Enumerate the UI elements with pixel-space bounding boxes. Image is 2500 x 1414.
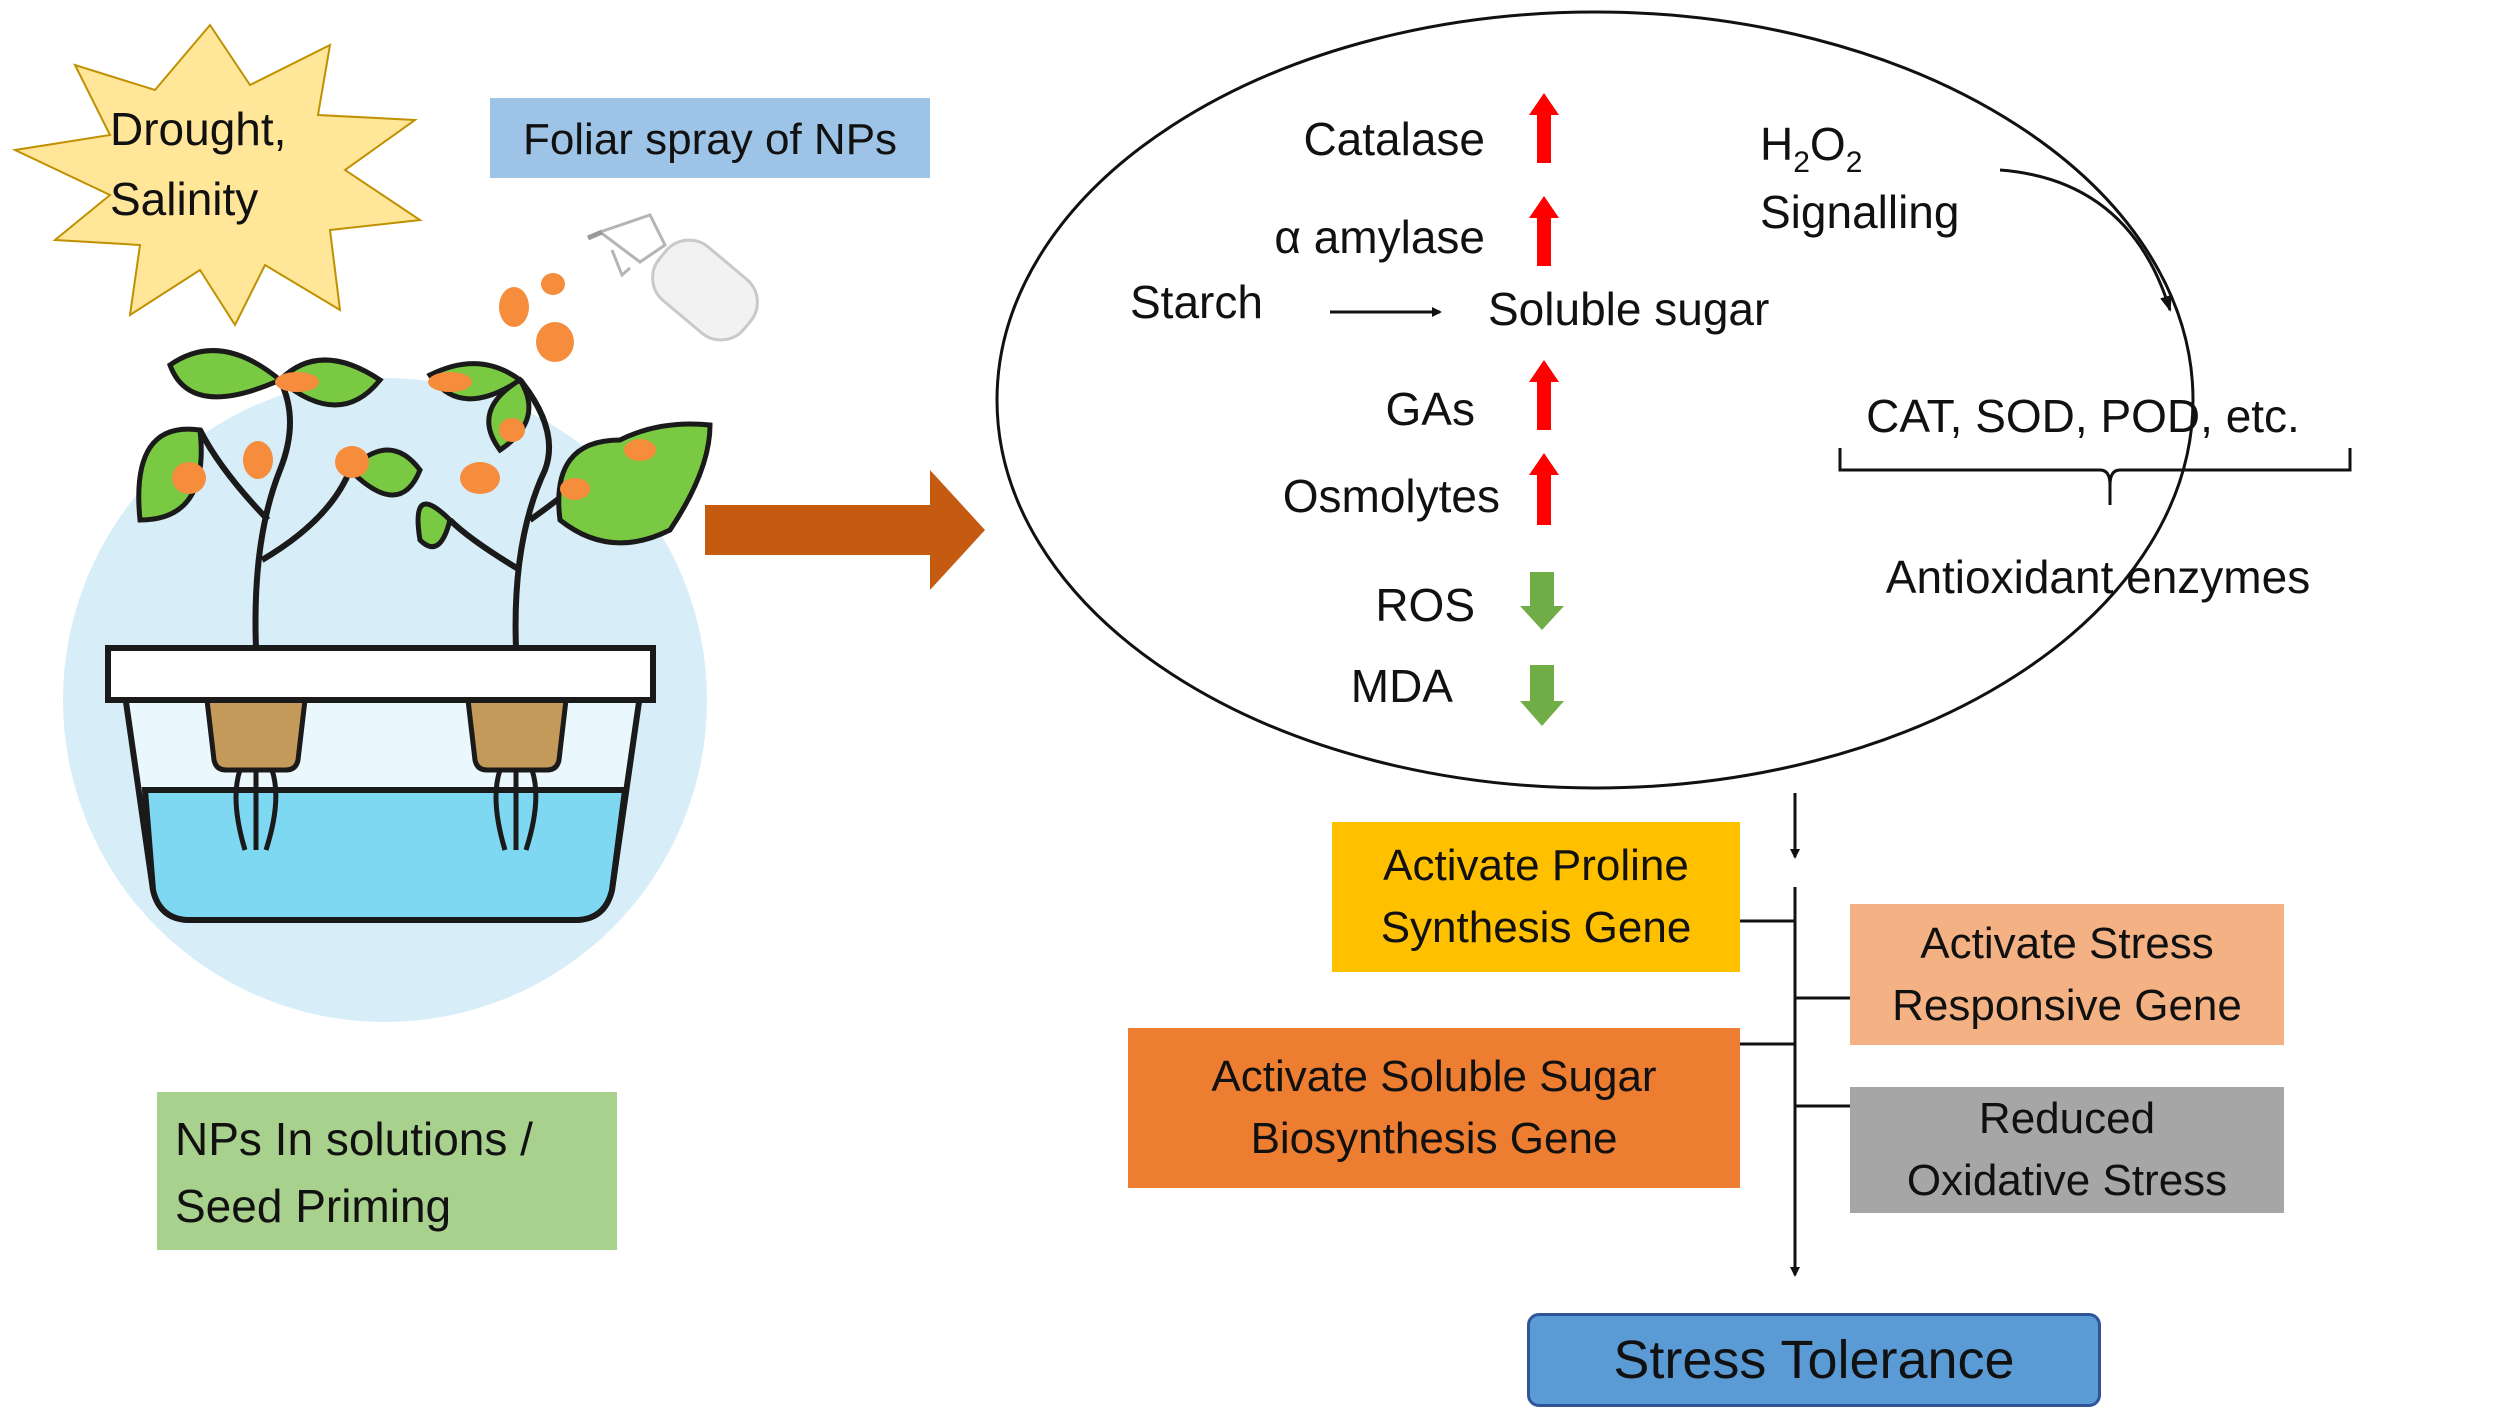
sugar-gene-line1: Activate Soluble Sugar xyxy=(1211,1052,1657,1101)
starch-label: Starch xyxy=(1130,276,1263,328)
antioxidant-label: Antioxidant enzymes xyxy=(1886,551,2310,603)
proline-gene-line1: Activate Proline xyxy=(1383,841,1689,890)
foliar-spray-label: Foliar spray of NPs xyxy=(523,115,897,164)
spray-bottle-icon xyxy=(587,213,759,342)
solution-label-line2: Seed Priming xyxy=(175,1180,451,1232)
sugar-gene-box: Activate Soluble Sugar Biosynthesis Gene xyxy=(1128,1028,1740,1188)
stress-label-line1: Drought, xyxy=(110,103,286,155)
osmolytes-up-arrow xyxy=(1529,453,1559,525)
stress-gene-box: Activate Stress Responsive Gene xyxy=(1850,904,2284,1045)
soluble-sugar-label: Soluble sugar xyxy=(1488,283,1769,335)
signalling-label: Signalling xyxy=(1760,186,1959,238)
mda-label: MDA xyxy=(1351,660,1454,712)
tray xyxy=(105,645,656,703)
sugar-gene-line2: Biosynthesis Gene xyxy=(1250,1114,1618,1163)
mda-down-arrow xyxy=(1520,665,1564,726)
solution-box xyxy=(157,1092,617,1250)
h2o2-label: H2O2 xyxy=(1760,118,1862,179)
catalase-label: Catalase xyxy=(1303,113,1485,165)
gas-up-arrow xyxy=(1529,360,1559,430)
enzymes-list-label: CAT, SOD, POD, etc. xyxy=(1866,390,2300,442)
stress-label-line2: Salinity xyxy=(110,173,258,225)
gas-label: GAs xyxy=(1386,383,1475,435)
amylase-up-arrow xyxy=(1529,196,1559,266)
ros-label: ROS xyxy=(1375,579,1475,631)
oxidative-stress-line1: Reduced xyxy=(1978,1094,2156,1143)
stress-gene-line2: Responsive Gene xyxy=(1892,980,2242,1030)
solution-label-line1: NPs In solutions / xyxy=(175,1113,533,1165)
stress-gene-line1: Activate Stress xyxy=(1920,918,2214,968)
stress-tolerance-box: Stress Tolerance xyxy=(1527,1313,2101,1407)
signalling-arrow xyxy=(1999,168,2172,312)
oxidative-stress-box: Reduced Oxidative Stress xyxy=(1850,1087,2284,1213)
enzymes-brace xyxy=(1838,448,2352,505)
osmolytes-label: Osmolytes xyxy=(1283,470,1500,522)
increase-arrows xyxy=(1529,93,1559,525)
water xyxy=(141,787,629,923)
hydroponic-plant-illustration xyxy=(63,348,713,1022)
ros-down-arrow xyxy=(1520,572,1564,630)
proline-gene-line2: Synthesis Gene xyxy=(1380,903,1692,952)
main-arrow xyxy=(705,470,985,590)
mechanism-ellipse xyxy=(995,10,2195,790)
starburst-shape xyxy=(11,23,423,328)
oxidative-stress-line2: Oxidative Stress xyxy=(1906,1156,2228,1205)
np-dots xyxy=(172,372,656,500)
stress-tolerance-label: Stress Tolerance xyxy=(1613,1330,2015,1390)
stress-starburst: Drought, Salinity xyxy=(11,23,423,328)
catalase-up-arrow xyxy=(1529,93,1559,163)
spray-droplets xyxy=(499,273,574,362)
amylase-label: α amylase xyxy=(1274,211,1485,263)
decrease-arrows xyxy=(1520,572,1564,726)
foliar-spray-box xyxy=(490,98,930,178)
proline-gene-box: Activate Proline Synthesis Gene xyxy=(1332,822,1740,972)
